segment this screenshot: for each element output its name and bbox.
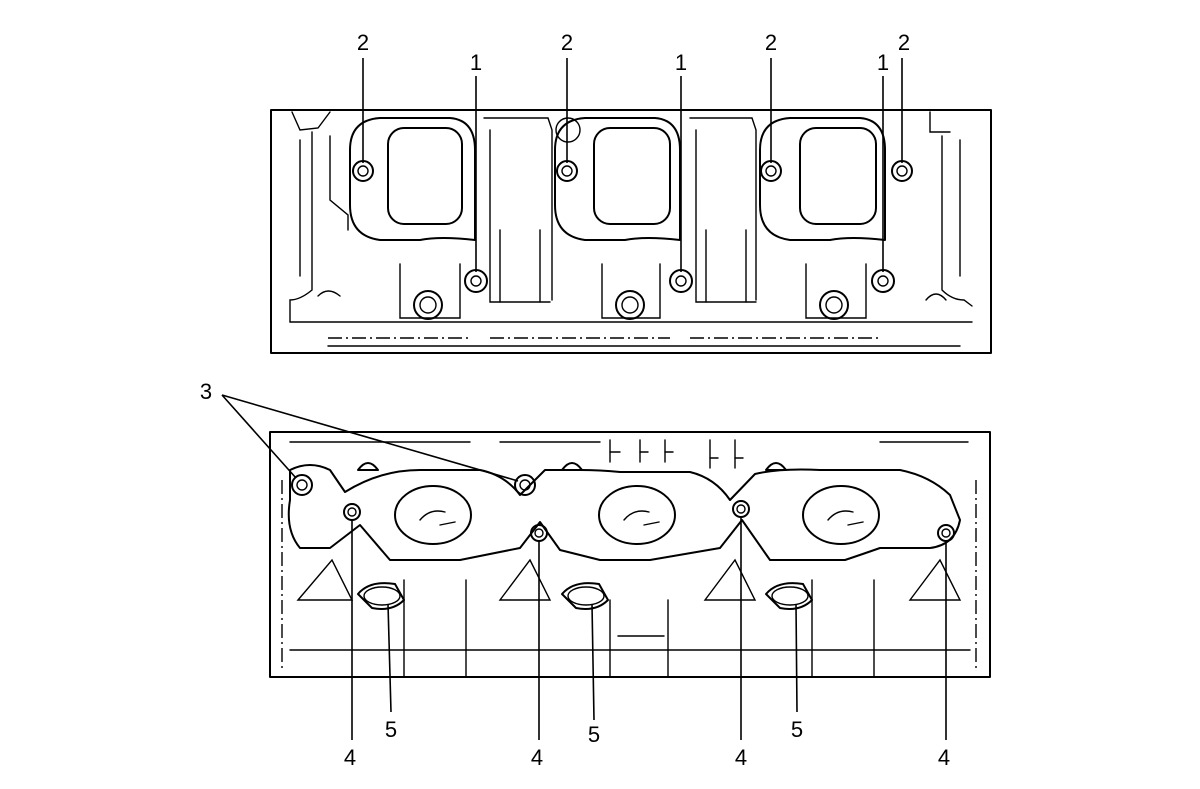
intake-port-1: [349, 117, 476, 241]
bolt-hole-3-a: [291, 474, 313, 496]
callout-bottom-5-c: 5: [791, 717, 803, 742]
bolt-hole-2-b: [556, 160, 578, 182]
callout-bottom-4-c: 4: [735, 745, 747, 770]
callout-top-1-b: 1: [675, 50, 687, 75]
bolt-hole-2-c: [760, 160, 782, 182]
callout-top-2-c: 2: [765, 30, 777, 55]
exhaust-port-1: [394, 485, 472, 545]
callout-bottom-4-d: 4: [938, 745, 950, 770]
exhaust-port-2: [598, 485, 676, 545]
callout-top-2-a: 2: [357, 30, 369, 55]
intake-port-3: [759, 117, 886, 241]
callout-top-1-c: 1: [877, 50, 889, 75]
bolt-hole-3-b: [514, 474, 536, 496]
bolt-hole-4-b: [530, 524, 548, 542]
bolt-hole-1-b: [669, 269, 693, 293]
bolt-hole-4-a: [343, 503, 361, 521]
boss-5-a: [357, 582, 405, 610]
callout-bottom-4-a: 4: [344, 745, 356, 770]
bolt-hole-2-a: [352, 160, 374, 182]
callout-bottom-5-b: 5: [588, 722, 600, 747]
bolt-hole-4-d: [937, 524, 955, 542]
boss-5-b: [561, 582, 609, 610]
callout-bottom-5-a: 5: [385, 717, 397, 742]
bolt-hole-2-d: [891, 160, 913, 182]
callout-bottom-3: 3: [200, 379, 212, 404]
bolt-hole-1-c: [871, 269, 895, 293]
callout-top-1-a: 1: [470, 50, 482, 75]
bolt-hole-4-c: [732, 500, 750, 518]
callout-top-2-d: 2: [898, 30, 910, 55]
exhaust-port-3: [802, 485, 880, 545]
callout-top-2-b: 2: [561, 30, 573, 55]
upper-head-view: 2 1 2 1 2 1 2: [270, 30, 992, 354]
boss-5-c: [765, 582, 813, 610]
lower-head-view: 3 4 5 4 5 4 5 4: [200, 379, 991, 770]
bolt-hole-1-a: [464, 269, 488, 293]
callout-bottom-4-b: 4: [531, 745, 543, 770]
